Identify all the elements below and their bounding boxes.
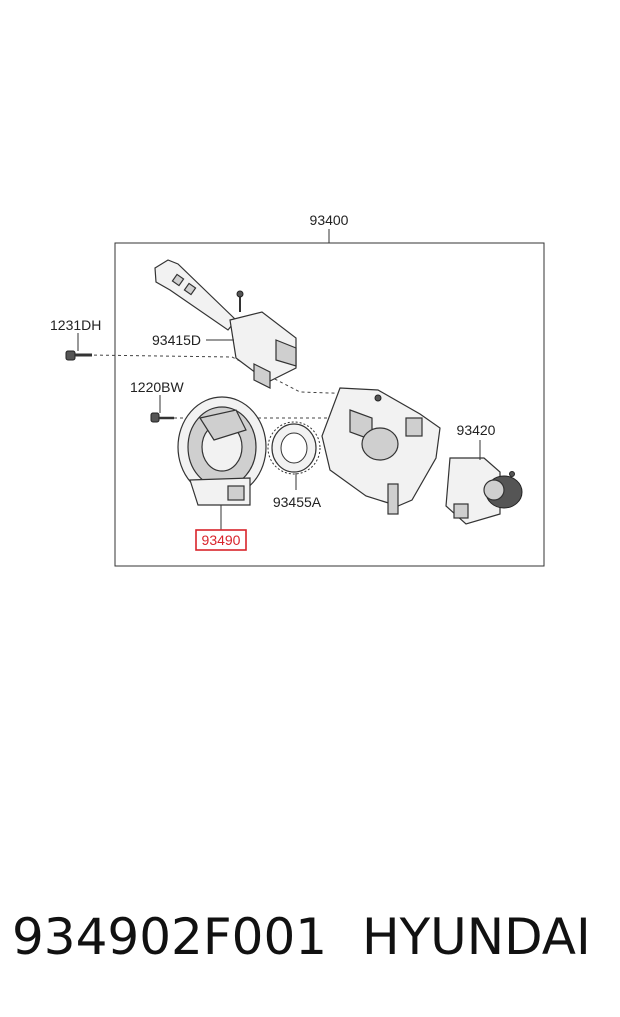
clock-spring-93490[interactable] <box>177 396 267 506</box>
guide-line-upper <box>87 354 361 395</box>
label-93455a: 93455A <box>273 494 322 510</box>
footer-caption: 934902F001 HYUNDAI <box>0 902 620 982</box>
bolt-1231dh[interactable] <box>65 350 92 361</box>
sensor-ring-93455a[interactable] <box>267 421 321 475</box>
label-93415d: 93415D <box>152 332 201 348</box>
label-93490[interactable]: 93490 <box>202 532 241 548</box>
label-1231dh: 1231DH <box>50 317 101 333</box>
highlight-box-93490 <box>195 529 247 551</box>
parts-diagram: 93400 1231DH 1220BW 93415D 93490 <box>50 212 545 567</box>
label-93400: 93400 <box>310 212 349 228</box>
screw-1220bw[interactable] <box>150 412 174 423</box>
part-number-text: 934902F001 <box>12 908 328 966</box>
brand-text: HYUNDAI <box>362 908 591 966</box>
label-93420: 93420 <box>457 422 496 438</box>
column-body[interactable] <box>321 387 441 515</box>
right-switch-93420[interactable] <box>445 457 523 525</box>
multifunction-switch-93415d[interactable] <box>154 259 297 389</box>
label-1220bw: 1220BW <box>130 379 184 395</box>
